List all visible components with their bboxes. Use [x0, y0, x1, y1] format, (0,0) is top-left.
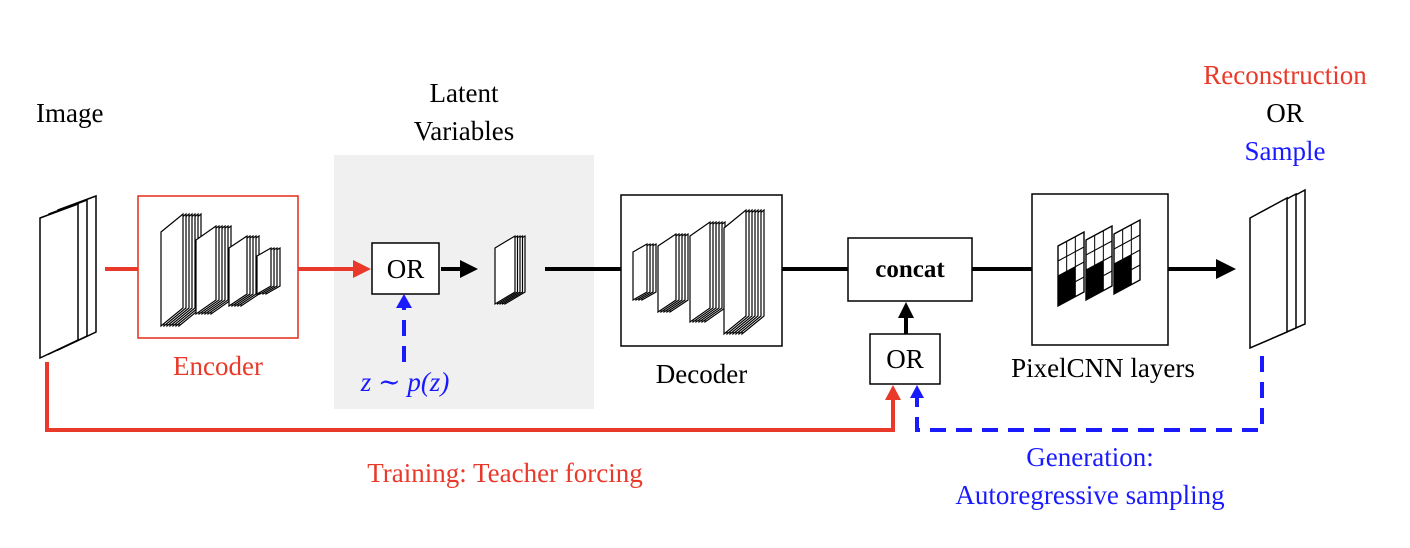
concat-label: concat: [875, 256, 945, 283]
pixelcnn-grid-line: [1113, 264, 1141, 280]
input-image-stack: [39, 194, 97, 360]
encoder-to-or-arrowhead: [353, 260, 371, 278]
or-latent-box: [371, 242, 440, 295]
or-to-latent-arrowhead: [460, 260, 478, 278]
output-label-line3: Sample: [1244, 136, 1326, 166]
teacher-forcing-arrowhead: [885, 385, 901, 400]
latent-slices: [494, 234, 526, 306]
decoder-conv-layer: [723, 208, 747, 336]
decoder-conv-layer: [689, 220, 711, 324]
pixelcnn-to-output-arrowhead: [1216, 259, 1236, 279]
pixelcnn-label: PixelCNN layers: [1011, 353, 1195, 383]
latent-slice: [494, 234, 516, 306]
training-label: Training: Teacher forcing: [367, 458, 643, 488]
image-label: Image: [36, 98, 104, 128]
generation-path: [402, 308, 1264, 432]
prior-arrowhead: [396, 294, 412, 308]
or-concat-box: [869, 333, 941, 385]
output-image-stack: [1249, 188, 1306, 350]
generation-label-line1: Generation:: [1026, 442, 1154, 472]
autoregressive-arrowhead: [910, 385, 924, 398]
or-latent-label: OR: [386, 254, 425, 284]
generation-label-line2: Autoregressive sampling: [955, 480, 1225, 510]
latent-label-line2: Variables: [413, 116, 515, 146]
autoregressive-line: [915, 356, 1264, 432]
pixelcnn-grid-line: [1057, 261, 1085, 277]
main-path: [441, 267, 1218, 334]
decoder-label: Decoder: [655, 359, 748, 389]
teacher-forcing-line: [45, 362, 895, 432]
encoder-layers: [160, 212, 281, 328]
encoder-conv-layer: [256, 246, 272, 296]
decoder-conv-layer: [632, 242, 648, 302]
or-to-concat-arrowhead: [898, 302, 914, 318]
pixelcnn-layers: [1057, 218, 1141, 308]
pixelcnn-grid-line: [1057, 246, 1085, 262]
pixelcnn-grid-line: [1113, 234, 1141, 250]
output-label-line1: Reconstruction: [1203, 60, 1367, 90]
output-label-line2: OR: [1266, 98, 1304, 128]
decoder-conv-layer: [657, 232, 677, 314]
pixelcnn-grid-line: [1057, 276, 1085, 292]
encoder-conv-layer: [195, 224, 217, 316]
pixelcnn-grid-line: [1113, 249, 1141, 265]
decoder-layers: [632, 208, 765, 336]
latent-label-line1: Latent: [429, 78, 499, 108]
encoder-label: Encoder: [173, 351, 263, 381]
encoder-conv-layer: [160, 212, 184, 328]
or-concat-label: OR: [886, 344, 924, 374]
prior-label: z ∼ p(z): [360, 367, 450, 397]
pixelcnn-grid-line: [1085, 255, 1113, 271]
pixelcnn-grid-line: [1085, 270, 1113, 286]
training-path: [45, 267, 895, 432]
pixelcnn-grid-line: [1085, 240, 1113, 256]
encoder-conv-layer: [228, 234, 248, 308]
